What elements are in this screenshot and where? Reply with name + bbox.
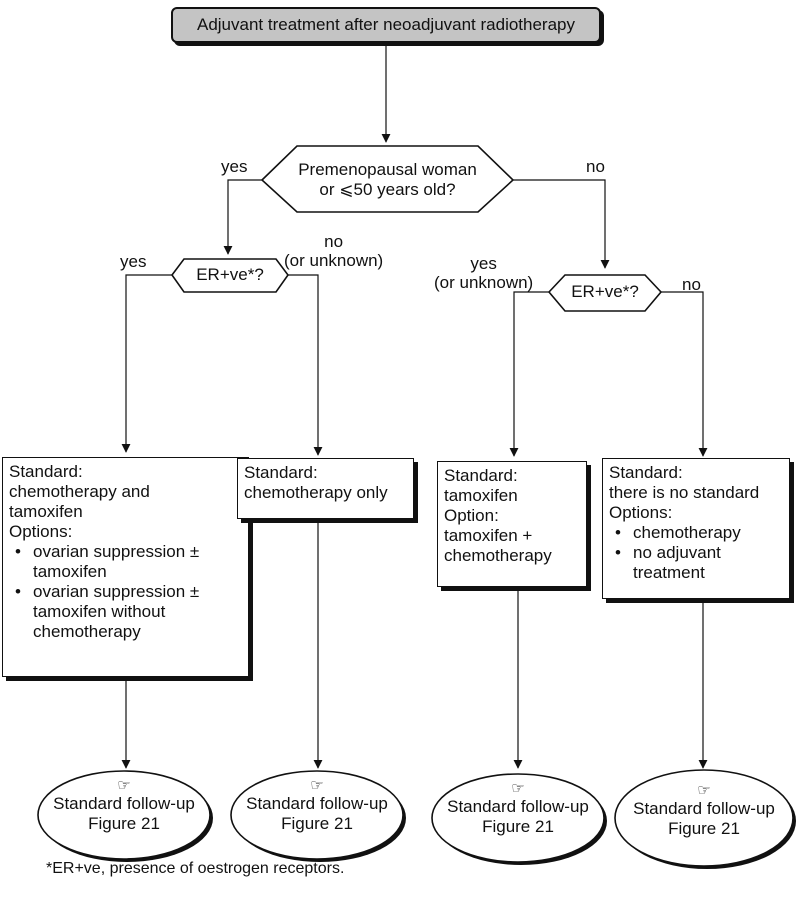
box4-option-line: no adjuvant [633,543,721,562]
connector-left-no [288,274,323,456]
box1-option-line: chemotherapy [33,622,141,641]
decision-main-no-label: no [586,157,605,176]
box4-option: no adjuvant treatment [609,543,783,583]
pointing-hand-icon: ☞ [310,777,324,794]
decision-right-no-label: no [682,275,701,294]
connector-main-no [513,179,610,269]
footnote: *ER+ve, presence of oestrogen receptors. [46,860,345,877]
connector-right-no [661,291,708,457]
followup-figure-ref: Figure 21 [88,814,160,833]
flowchart-title: Adjuvant treatment after neoadjuvant rad… [171,7,601,43]
box3-line: Standard: [444,466,518,485]
box4-option-line: chemotherapy [633,523,741,542]
followup-node-1: ☞ Standard follow-up Figure 21 [39,771,209,861]
box3-line: chemotherapy [444,546,552,565]
box4-line: Options: [609,503,673,522]
decision-main-line2: or ⩽50 years old? [319,180,456,199]
treatment-box-postmenopausal-er-positive: Standard: tamoxifen Option: tamoxifen + … [437,461,587,587]
treatment-box-premenopausal-er-positive: Standard: chemotherapy and tamoxifen Opt… [2,457,249,677]
box1-option: ovarian suppression ± tamoxifen [9,542,242,582]
box1-option: ovarian suppression ± tamoxifen without … [9,582,242,642]
followup-oval-1 [37,770,211,860]
decision-left-yes-label: yes [120,252,147,271]
decision-right-yes-line2: (or unknown) [434,273,534,292]
pointing-hand-icon: ☞ [511,780,525,797]
box3-line: tamoxifen [444,486,518,505]
followup-figure-ref: Figure 21 [482,817,554,836]
decision-right-yes-label: yes (or unknown) [434,254,533,292]
decision-main-line1: Premenopausal woman [298,160,477,179]
connector-left-yes [121,274,172,453]
decision-left-text: ER+ve*? [196,265,264,284]
box1-options-list: ovarian suppression ± tamoxifen ovarian … [9,542,242,642]
connector-right-yes [509,291,549,457]
decision-main-yes-label: yes [221,157,248,176]
box1-line: chemotherapy and [9,482,150,501]
followup-node-2: ☞ Standard follow-up Figure 21 [232,771,402,861]
connector-main-yes [223,179,262,255]
followup-label: Standard follow-up [447,797,589,816]
box4-options-list: chemotherapy no adjuvant treatment [609,523,783,583]
box1-option-line: ovarian suppression ± [33,582,200,601]
followup-label: Standard follow-up [633,799,775,818]
followup-oval-4 [614,769,794,867]
decision-right-yes-line1: yes [470,254,497,273]
box4-option-line: treatment [633,563,705,582]
followup-label: Standard follow-up [246,794,388,813]
followup-node-3: ☞ Standard follow-up Figure 21 [433,774,603,864]
followup-node-4: ☞ Standard follow-up Figure 21 [619,776,789,866]
box4-option: chemotherapy [609,523,783,543]
box1-line: Options: [9,522,73,541]
decision-left-no-line1: no [324,232,344,251]
box1-line: tamoxifen [9,502,83,521]
box3-line: tamoxifen + [444,526,533,545]
treatment-box-premenopausal-er-negative: Standard: chemotherapy only [237,458,414,519]
followup-oval-3 [431,773,605,863]
pointing-hand-icon: ☞ [697,782,711,799]
pointing-hand-icon: ☞ [117,777,131,794]
box3-line: Option: [444,506,499,525]
followup-figure-ref: Figure 21 [668,819,740,838]
followup-label: Standard follow-up [53,794,195,813]
box2-line: Standard: [244,463,318,482]
decision-left-no-label: no (or unknown) [284,232,383,270]
decision-right-text: ER+ve*? [571,282,639,301]
box1-option-line: tamoxifen without [33,602,166,621]
box4-line: there is no standard [609,483,760,502]
box4-line: Standard: [609,463,683,482]
box2-line: chemotherapy only [244,483,388,502]
treatment-box-postmenopausal-er-negative: Standard: there is no standard Options: … [602,458,790,599]
followup-oval-2 [230,770,404,860]
decision-main-text: Premenopausal woman or ⩽50 years old? [297,160,478,200]
decision-left-no-line2: (or unknown) [284,251,384,270]
box1-option-line: tamoxifen [33,562,107,581]
box1-line: Standard: [9,462,83,481]
box1-option-line: ovarian suppression ± [33,542,200,561]
followup-figure-ref: Figure 21 [281,814,353,833]
